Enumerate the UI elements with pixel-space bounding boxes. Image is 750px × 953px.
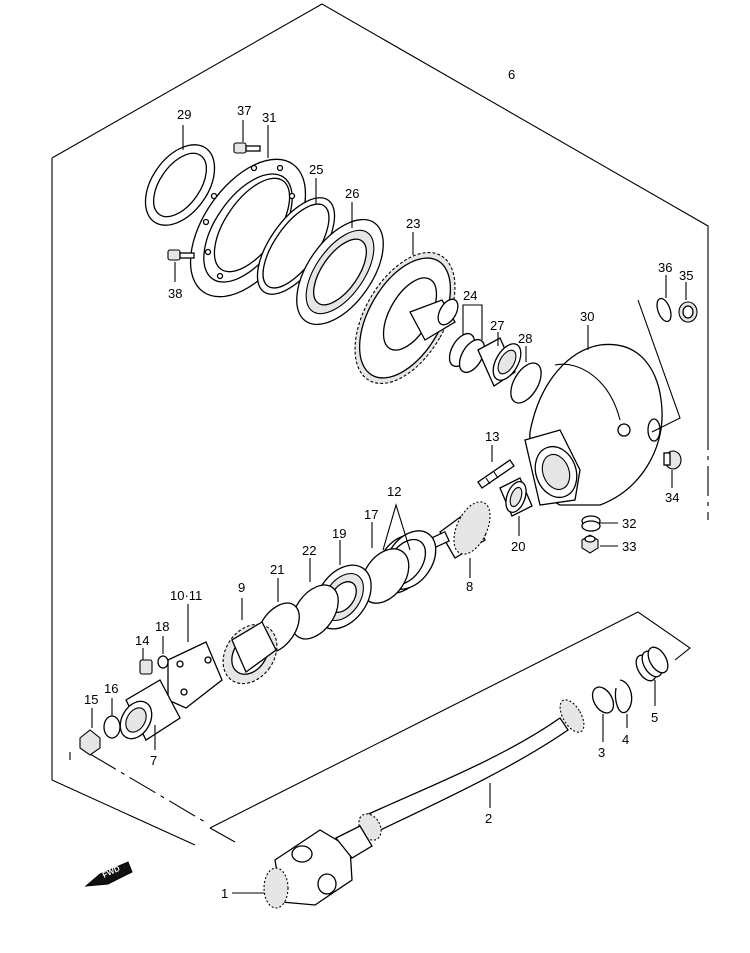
o-ring-36 <box>656 297 672 323</box>
label-26: 26 <box>345 186 359 201</box>
label-32: 32 <box>622 516 636 531</box>
assembly-outline-6 <box>51 3 709 420</box>
drive-shaft-2 <box>358 699 585 841</box>
needle-bearing-27 <box>477 337 522 387</box>
label-25: 25 <box>309 162 323 177</box>
label-20: 20 <box>511 539 525 554</box>
label-12: 12 <box>387 484 401 499</box>
label-19: 19 <box>332 526 346 541</box>
universal-joint-1 <box>263 825 373 909</box>
nut-15 <box>79 729 101 756</box>
label-5: 5 <box>651 710 658 725</box>
pinion-gear-8 <box>424 501 491 559</box>
housing-7 <box>119 679 181 741</box>
label-38: 38 <box>168 286 182 301</box>
shim-24 <box>448 332 486 374</box>
label-23: 23 <box>406 216 420 231</box>
label-28: 28 <box>518 331 532 346</box>
label-17: 17 <box>364 507 378 522</box>
oil-seal-29 <box>144 144 216 226</box>
label-24: 24 <box>463 288 477 303</box>
drain-bolt-34 <box>663 450 682 470</box>
washer-32 <box>581 515 601 532</box>
ring-gear-23 <box>354 251 459 385</box>
label-8: 8 <box>466 579 473 594</box>
bearing-26 <box>296 218 384 326</box>
label-37: 37 <box>237 103 251 118</box>
seal-22 <box>291 584 339 640</box>
label-15: 15 <box>84 692 98 707</box>
label-18: 18 <box>155 619 169 634</box>
label-29: 29 <box>177 107 191 122</box>
label-2: 2 <box>485 811 492 826</box>
label-4: 4 <box>622 732 629 747</box>
stud-13 <box>477 459 515 489</box>
label-7: 7 <box>150 753 157 768</box>
nut-33 <box>581 534 599 554</box>
label-6: 6 <box>508 67 515 82</box>
label-35: 35 <box>679 268 693 283</box>
label-27: 27 <box>490 318 504 333</box>
label-30: 30 <box>580 309 594 324</box>
circlip-4 <box>614 679 633 714</box>
shaft-outline <box>209 611 691 829</box>
washer-16 <box>103 715 121 739</box>
bolt-38 <box>167 249 195 261</box>
gear-case-30 <box>524 343 663 506</box>
label-9: 9 <box>238 580 245 595</box>
bearing-20 <box>499 477 533 517</box>
retainer-9 <box>222 621 278 685</box>
bolt-14 <box>139 659 153 675</box>
bolt-37 <box>233 142 261 154</box>
label-36: 36 <box>658 260 672 275</box>
label-13: 13 <box>485 429 499 444</box>
seal-28 <box>510 362 542 404</box>
label-14: 14 <box>135 633 149 648</box>
label-1: 1 <box>221 886 228 901</box>
label-21: 21 <box>270 562 284 577</box>
label-31: 31 <box>262 110 276 125</box>
label-16: 16 <box>104 681 118 696</box>
ring-3 <box>591 686 615 714</box>
fwd-arrow-icon: FWD <box>84 861 133 887</box>
label-10-11: 10·11 <box>170 588 202 603</box>
label-22: 22 <box>302 543 316 558</box>
spring-5 <box>635 646 669 682</box>
plug-35 <box>678 301 698 323</box>
washer-18 <box>157 655 169 669</box>
label-3: 3 <box>598 745 605 760</box>
cover-10-11 <box>167 641 223 709</box>
label-34: 34 <box>665 490 679 505</box>
label-33: 33 <box>622 539 636 554</box>
